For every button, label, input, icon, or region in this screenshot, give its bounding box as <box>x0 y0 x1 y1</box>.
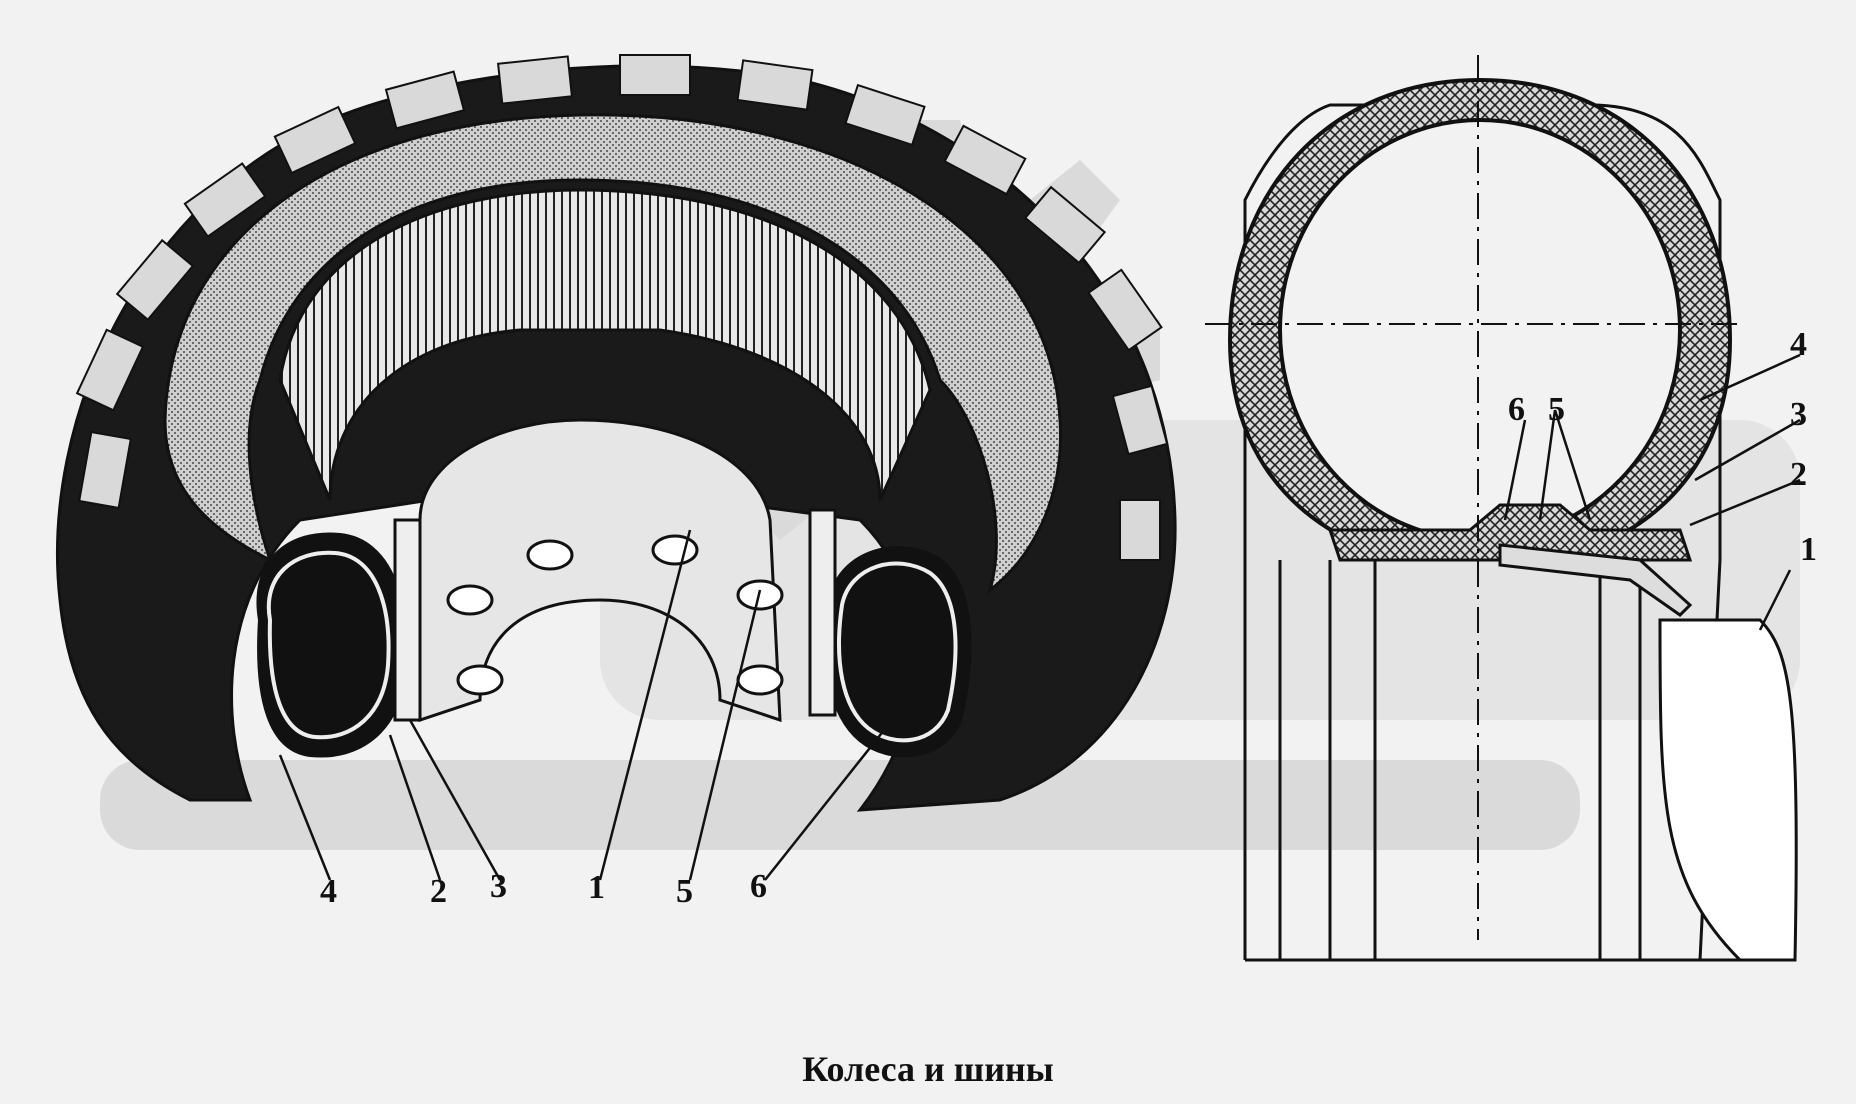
right-callout-6: 6 <box>1508 391 1525 428</box>
inner-tube <box>278 188 932 501</box>
left-callout-1: 1 <box>588 869 605 906</box>
right-callouts: 4 3 2 1 6 5 <box>1508 326 1817 568</box>
valve-stem <box>1498 543 1693 617</box>
right-callout-1: 1 <box>1800 531 1817 568</box>
right-callout-3: 3 <box>1790 396 1807 433</box>
tube-section-right <box>824 546 972 758</box>
cross-section-illustration <box>1205 55 1798 962</box>
tire-section-cavity <box>1278 118 1682 542</box>
right-callout-4: 4 <box>1790 326 1807 363</box>
left-callout-6: 6 <box>750 868 767 905</box>
rim-flange-right <box>808 508 837 717</box>
tread-blocks <box>75 54 1169 561</box>
rim-flange-outer <box>1658 618 1798 962</box>
tire-cutaway-illustration <box>56 54 1177 812</box>
left-callout-3: 3 <box>490 868 507 905</box>
left-callout-5: 5 <box>676 873 693 910</box>
right-callout-2: 2 <box>1790 456 1807 493</box>
left-callouts: 4 2 3 1 5 6 <box>320 868 767 910</box>
left-leader-lines <box>278 529 901 881</box>
right-callout-5: 5 <box>1548 391 1565 428</box>
tire-carcass <box>163 113 1062 594</box>
left-callout-2: 2 <box>430 873 447 910</box>
rim-base <box>1327 503 1693 562</box>
rim-flange-left <box>393 518 422 722</box>
figure-caption: Колеса и шины <box>802 1049 1054 1089</box>
wheel-disc <box>418 418 782 723</box>
left-callout-4: 4 <box>320 873 337 910</box>
tube-section-left <box>256 532 408 758</box>
right-leader-lines <box>1503 353 1801 631</box>
